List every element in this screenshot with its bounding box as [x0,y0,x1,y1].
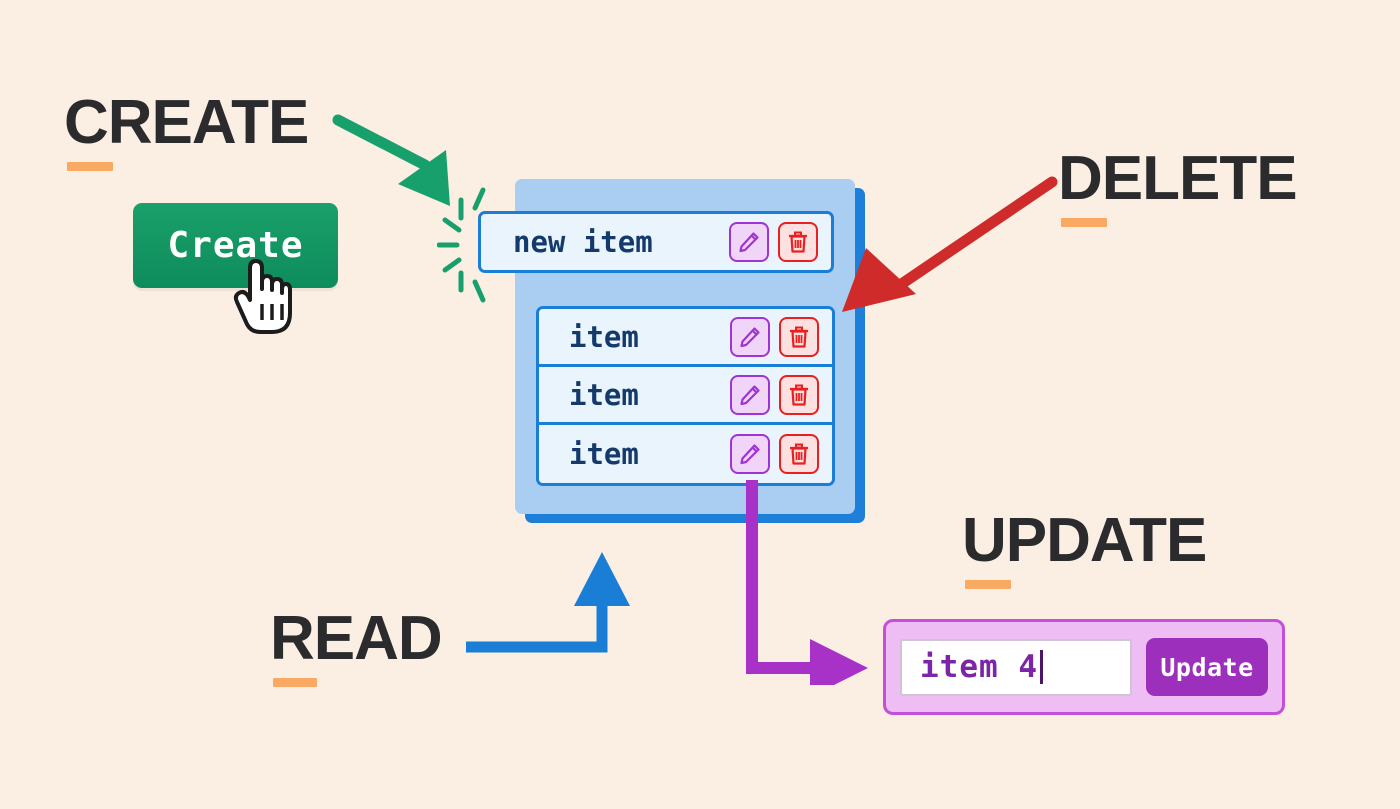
label-delete-text: DELETE [1058,144,1298,213]
delete-button[interactable] [779,316,819,357]
trash-icon [790,326,808,348]
update-input-value: item 4 [920,649,1038,685]
label-update-underline [965,580,1011,589]
list-item[interactable]: item [539,309,832,367]
create-arrow [332,114,450,206]
trash-icon [790,384,808,406]
text-caret [1039,650,1043,684]
update-input[interactable]: item 4 [900,638,1132,696]
list-item-new[interactable]: new item [478,211,834,273]
list-item-label: new item [513,225,653,259]
read-arrow [466,552,630,653]
label-read: READ [270,608,443,687]
list-item-label: item [569,437,639,471]
label-update-text: UPDATE [962,506,1207,575]
pencil-icon [740,326,760,347]
delete-button[interactable] [779,374,819,415]
list-item[interactable]: item [539,367,832,425]
label-create-text: CREATE [64,88,309,157]
label-delete-underline [1061,218,1107,227]
edit-button[interactable] [730,316,770,357]
update-panel: item 4 Update [883,619,1285,715]
label-read-text: READ [270,604,443,673]
update-button-label: Update [1160,652,1254,682]
edit-button[interactable] [730,374,770,415]
list-items-group: item item [536,306,835,486]
trash-icon [790,443,808,465]
label-delete: DELETE [1058,148,1298,227]
pencil-icon [740,384,760,405]
trash-icon [789,231,807,253]
label-create: CREATE [64,92,309,171]
edit-button[interactable] [730,434,770,474]
pencil-icon [739,232,759,253]
list-item-label: item [569,319,639,354]
delete-button[interactable] [778,222,818,262]
label-create-underline [67,162,113,171]
label-read-underline [273,678,317,687]
list-item-label: item [569,377,639,412]
pencil-icon [740,444,760,465]
hand-cursor-icon [233,259,292,334]
edit-button[interactable] [729,222,769,262]
label-update: UPDATE [962,510,1207,589]
update-button[interactable]: Update [1146,638,1268,696]
delete-button[interactable] [779,434,819,474]
list-item[interactable]: item [539,425,832,483]
create-button[interactable]: Create [133,203,338,288]
create-button-label: Create [167,225,304,266]
